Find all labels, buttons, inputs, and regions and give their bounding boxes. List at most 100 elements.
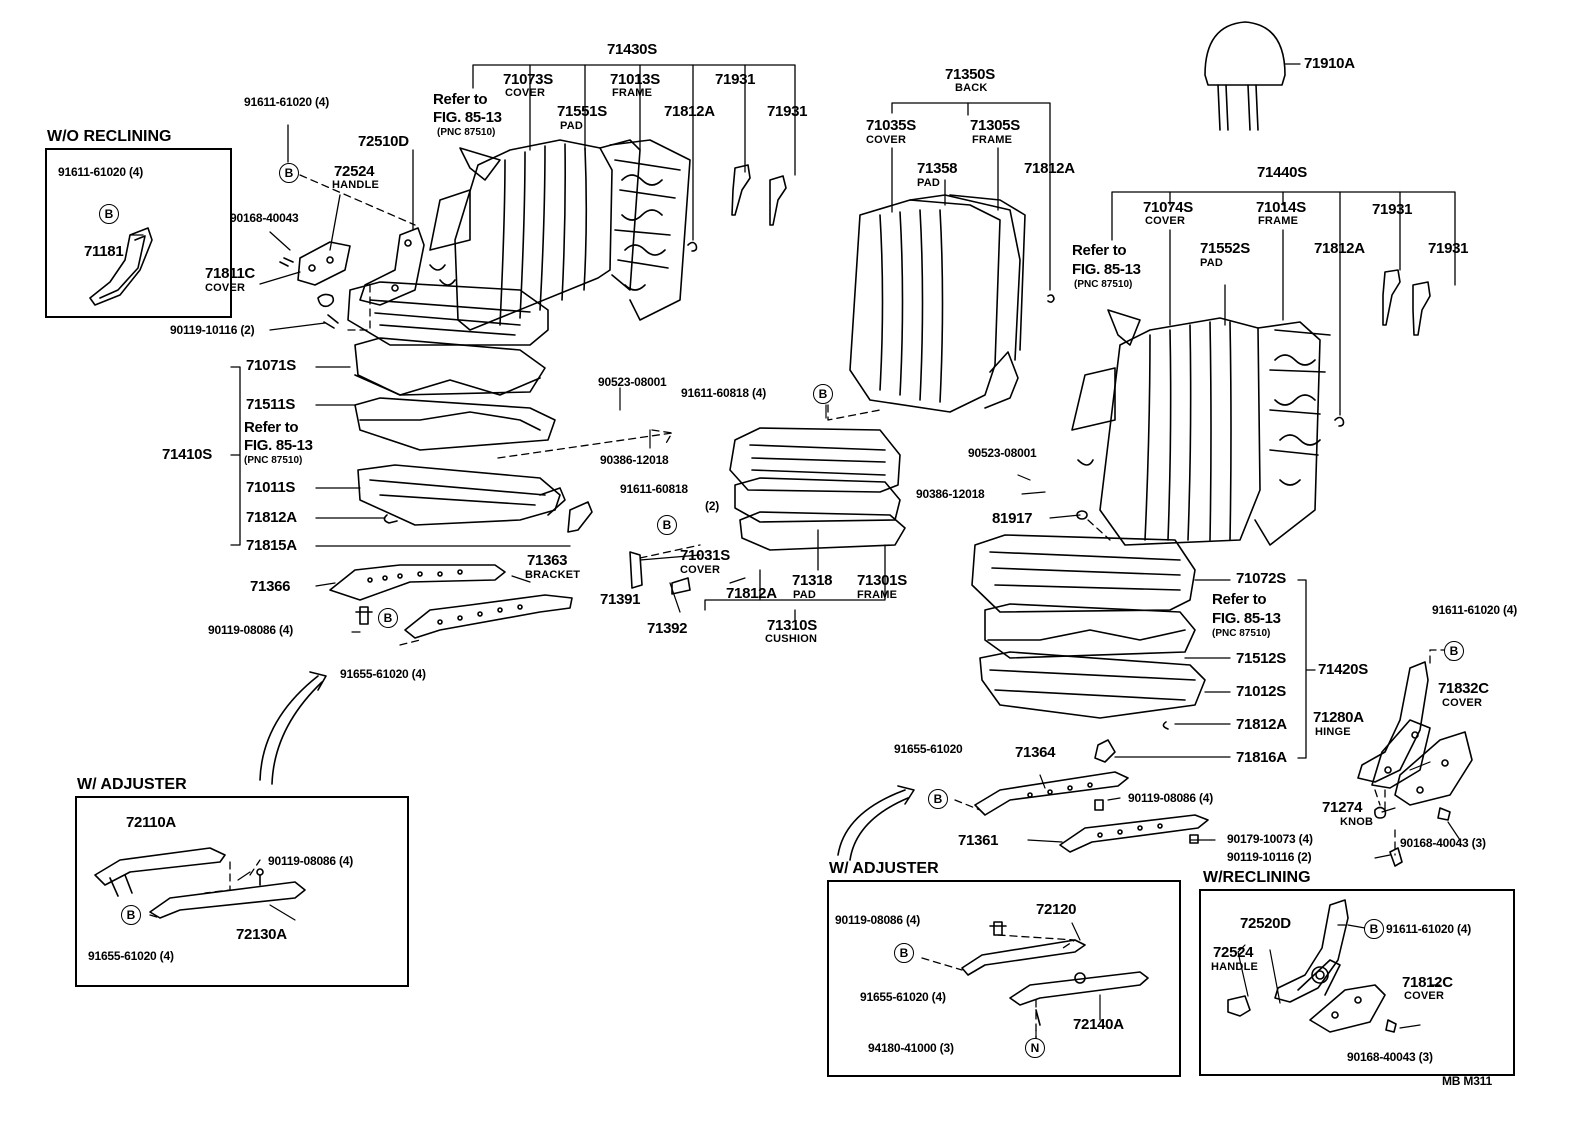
left-adjuster-bolt-label: 90119-08086 (4): [268, 854, 354, 868]
right-back-pad-label: 71552S: [1200, 240, 1250, 257]
right-cushion-screw-rail-label: 91655-61020: [894, 742, 963, 756]
right-hinge-screw-label: 91611-61020 (4): [1432, 603, 1518, 617]
right-refer2-line2: FIG. 85-13: [1212, 610, 1281, 627]
center-cushion-clip-label: 71812A: [726, 585, 777, 602]
left-back-nut-label: 90523-08001: [598, 375, 667, 389]
wo-reclining-title: W/O RECLINING: [47, 128, 172, 145]
right-hinge-hinge-label: 71280A: [1313, 709, 1364, 726]
left-adjuster-lower-label: 72130A: [236, 926, 287, 943]
refer-line1: Refer to: [433, 91, 488, 108]
refer-line2: FIG. 85-13: [433, 109, 502, 126]
b-marker: B: [657, 515, 677, 535]
right-cushion-cover-label: 71072S: [1236, 570, 1286, 587]
center-back-cover-tag: COVER: [866, 134, 907, 146]
center-cushion-screw-side-label: 91611-60818: [620, 482, 688, 496]
bracket-lines: [130, 65, 1455, 758]
curved-arrows: [260, 672, 914, 860]
w-reclining-screw-label: 91611-61020 (4): [1386, 922, 1472, 936]
b-marker: B: [378, 608, 398, 628]
b-marker: B: [894, 943, 914, 963]
center-back-pad-label: 71358: [917, 160, 958, 177]
center-back-pad-tag: PAD: [917, 177, 941, 189]
left-rails-drawing: [330, 565, 572, 638]
wo-reclining-screw-label: 91611-61020 (4): [58, 165, 144, 179]
center-back-frame-tag: FRAME: [972, 134, 1013, 146]
right-hinge-knob-label: 71274: [1322, 799, 1363, 816]
right-adjuster-nut-label: 94180-41000 (3): [868, 1041, 954, 1055]
left-back-handle-label: 72524: [334, 163, 375, 180]
b-marker: B: [928, 789, 948, 809]
w-reclining-screw2-label: 90168-40043 (3): [1347, 1050, 1433, 1064]
center-back-clip-label: 71812A: [1024, 160, 1075, 177]
b-marker: B: [279, 163, 299, 183]
right-back-frame-label: 71014S: [1256, 199, 1306, 216]
right-back-clip-label: 71812A: [1314, 240, 1365, 257]
left-back-handle-tag: HANDLE: [332, 179, 380, 191]
center-back-frame-label: 71305S: [970, 117, 1020, 134]
right-cushion-bolt-label: 90119-08086 (4): [1128, 791, 1214, 805]
left-cushion-group-label: 71410S: [162, 446, 212, 463]
left-seat-back-drawing: [430, 140, 697, 330]
left-back-group-label: 71430S: [607, 41, 657, 58]
left-adjuster-drawing: [95, 848, 305, 918]
right-refer-line1: Refer to: [1072, 242, 1127, 259]
w-reclining-box: [1199, 889, 1515, 1076]
center-cushion-group-label: 71310S: [767, 617, 817, 634]
right-cushion-rail-u-label: 71364: [1015, 744, 1056, 761]
center-cushion-frame-label: 71301S: [857, 572, 907, 589]
right-hinge-cover-tag: COVER: [1442, 697, 1483, 709]
right-hinge-knob-tag: KNOB: [1340, 816, 1374, 828]
right-refer-pnc: (PNC 87510): [1074, 279, 1133, 290]
b-marker: B: [813, 384, 833, 404]
w-reclining-handle-label: 72524: [1213, 944, 1254, 961]
w-reclining-handle-tag: HANDLE: [1211, 961, 1259, 973]
right-cushion-rail-l-label: 71361: [958, 832, 999, 849]
wo-reclining-box: [45, 148, 232, 318]
refer-pnc: (PNC 87510): [437, 127, 496, 138]
right-refer2-pnc: (PNC 87510): [1212, 628, 1271, 639]
w-reclining-hinge-label: 72520D: [1240, 915, 1291, 932]
right-back-cover-label: 71074S: [1143, 199, 1193, 216]
left-back-knob-a-label: 71931: [715, 71, 756, 88]
right-back-knob-a-label: 71931: [1372, 201, 1413, 218]
right-cushion-pad-label: 71512S: [1236, 650, 1286, 667]
right-hinge-hinge-tag: HINGE: [1315, 726, 1351, 738]
center-back-cover-label: 71035S: [866, 117, 916, 134]
right-cushion-clip2-label: 71816A: [1236, 749, 1287, 766]
left-cushion-clip-label: 71812A: [246, 509, 297, 526]
headrest-drawing: [1205, 22, 1285, 130]
w-reclining-title: W/RECLINING: [1203, 869, 1311, 886]
figure-code: MB M311: [1442, 1074, 1492, 1088]
left-back-frame-tag: FRAME: [612, 87, 653, 99]
left-back-cover-part-label: 71811C: [205, 265, 255, 282]
left-adjuster-screw-label: 91655-61020 (4): [88, 949, 174, 963]
right-adjuster-bolt-label: 90119-08086 (4): [835, 913, 921, 927]
right-refer2-line1: Refer to: [1212, 591, 1267, 608]
left-back-cover-tag: COVER: [505, 87, 546, 99]
right-hinge-screw2-label: 90168-40043 (3): [1400, 836, 1486, 850]
left-back-frame-label: 71013S: [610, 71, 660, 88]
w-reclining-cover-label: 71812C: [1402, 974, 1453, 991]
right-hinge-cover-label: 71832C: [1438, 680, 1489, 697]
center-cushion-pad-label: 71318: [792, 572, 833, 589]
left-cushion-bolt-label: 90119-08086 (4): [208, 623, 294, 637]
b-marker: B: [99, 204, 119, 224]
w-reclining-cover-tag: COVER: [1404, 990, 1445, 1002]
right-seat-back-drawing: [1072, 310, 1344, 545]
b-marker: B: [121, 905, 141, 925]
center-cushion-frame-tag: FRAME: [857, 589, 898, 601]
right-back-nut-label: 90523-08001: [968, 446, 1037, 460]
right-back-group-label: 71440S: [1257, 164, 1307, 181]
left-back-pad-label: 71551S: [557, 103, 607, 120]
center-cushion-screw-top-label: 91611-60818 (4): [681, 386, 767, 400]
right-cushion-group-label: 71420S: [1318, 661, 1368, 678]
left-back-cover-label: 71073S: [503, 71, 553, 88]
center-seat-back-drawing: [850, 195, 1054, 412]
right-cushion-bolt2-label: 90179-10073 (4): [1227, 832, 1313, 846]
left-refer-line1: Refer to: [244, 419, 299, 436]
right-adjuster-box: [827, 880, 1181, 1077]
center-cushion-part-a-label: 71391: [600, 591, 641, 608]
left-hinge-handle-drawing: [280, 228, 424, 328]
left-adjuster-upper-label: 72110A: [126, 814, 176, 831]
